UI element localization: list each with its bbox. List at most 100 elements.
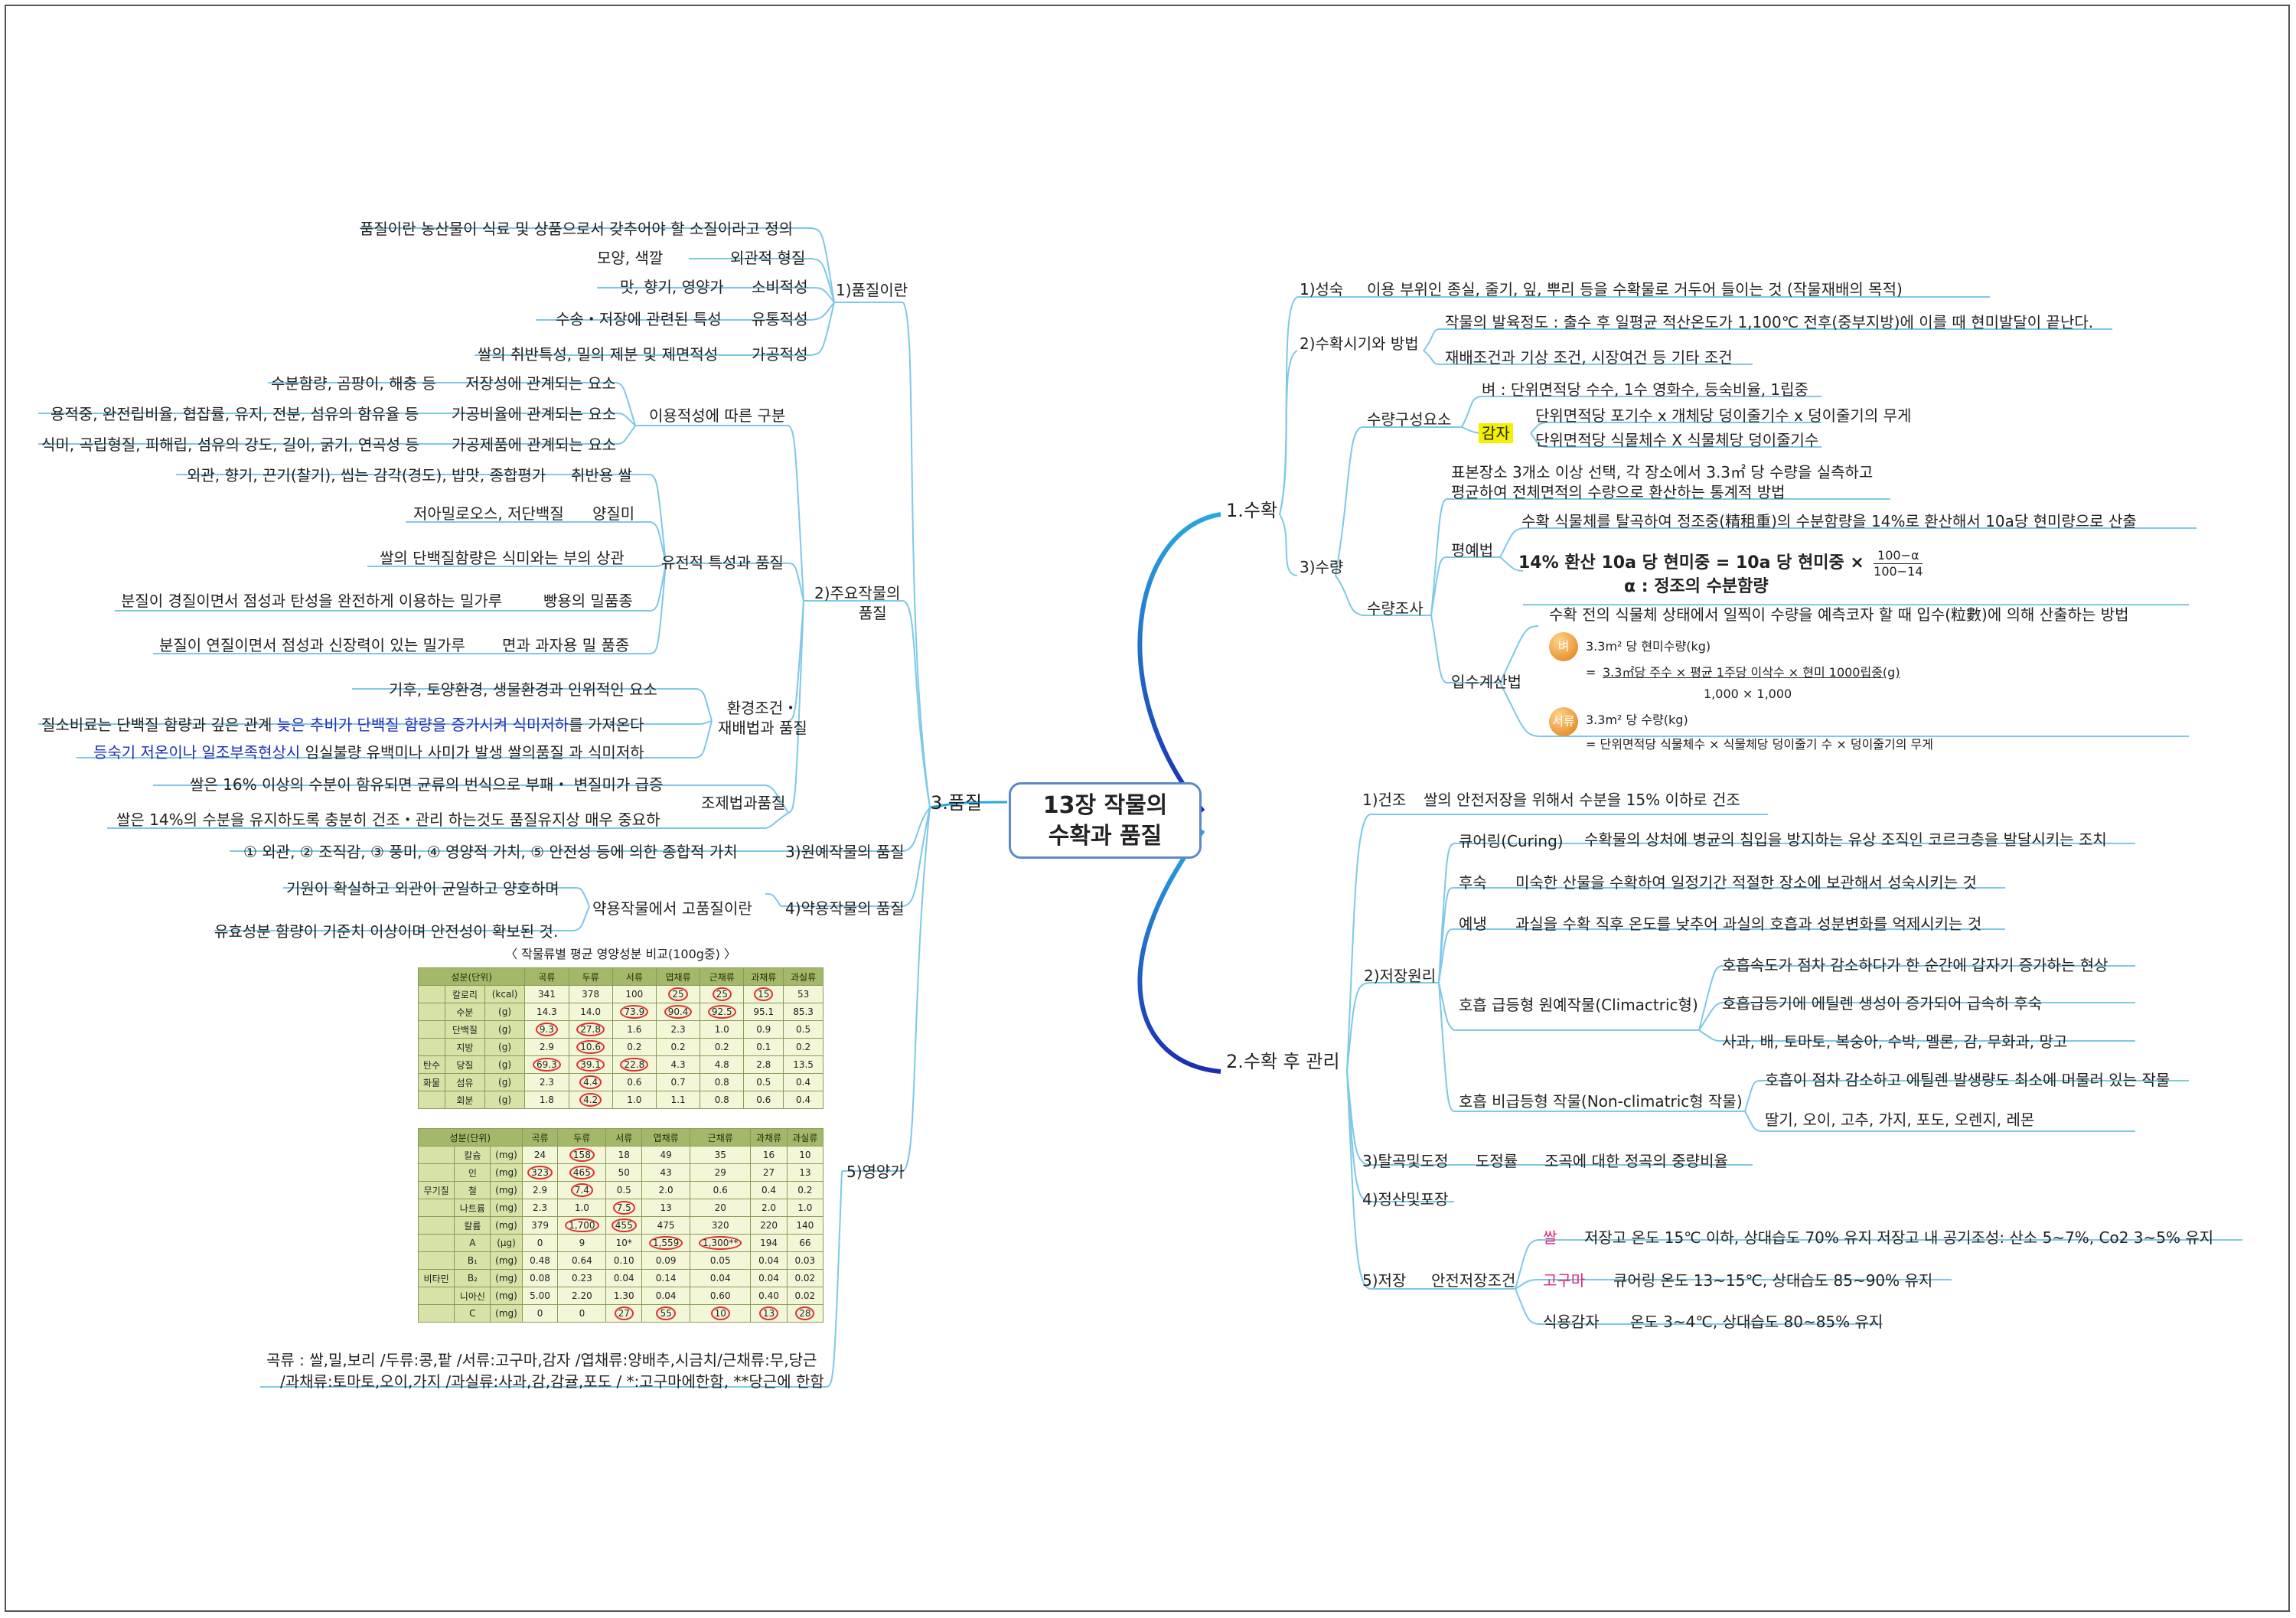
climacteric-item-1: 호흡속도가 점차 감소하다가 한 순간에 갑자기 증가하는 현상 bbox=[1722, 956, 2108, 974]
genetic-row4-left: 분질이 경질이면서 점성과 탄성을 완전하게 이용하는 밀가루 bbox=[121, 592, 503, 610]
processing-item-1: 쌀은 16% 이상의 수분이 함유되면 균류의 번식으로 부패・ 변질미가 급증 bbox=[190, 775, 664, 794]
node-genetic-traits[interactable]: 유전적 특성과 품질 bbox=[661, 553, 784, 572]
ripening-note-post: 임실불량 유백미나 사미가 발생 쌀의품질 과 식미저하 bbox=[300, 743, 644, 762]
circled-value: 73.9 bbox=[620, 1005, 649, 1019]
node-yield[interactable]: 3)수량 bbox=[1300, 558, 1344, 576]
node-harvest-timing[interactable]: 2)수확시기와 방법 bbox=[1300, 334, 1419, 353]
nutrition-table-title: 〈 작물류별 평균 영양성분 비교(100g중) 〉 bbox=[505, 947, 736, 961]
row-group bbox=[417, 1146, 455, 1164]
node-maturity[interactable]: 1)성숙 bbox=[1300, 280, 1344, 298]
branch-post-harvest[interactable]: 2.수확 후 관리 bbox=[1226, 1051, 1340, 1072]
node-usage-classification[interactable]: 이용적성에 따른 구분 bbox=[649, 406, 786, 425]
value-cell: 53 bbox=[783, 985, 823, 1003]
branch-harvest[interactable]: 1.수확 bbox=[1226, 500, 1278, 521]
value-cell: 378 bbox=[568, 985, 613, 1003]
mineral-header-cell: 서류 bbox=[605, 1128, 643, 1147]
value-cell: 27 bbox=[605, 1304, 643, 1323]
row-name: 지방 bbox=[445, 1038, 485, 1056]
node-nutrition[interactable]: 5)영양가 bbox=[846, 1163, 905, 1181]
row-unit: (mg) bbox=[490, 1251, 523, 1270]
node-packing[interactable]: 4)정산및포장 bbox=[1362, 1190, 1449, 1209]
node-flat-method[interactable]: 평예법 bbox=[1451, 541, 1494, 559]
node-quality-definition[interactable]: 1)품질이란 bbox=[836, 281, 908, 299]
nitrogen-fertilizer-note: 질소비료는 단백질 함량과 깊은 관계 늦은 추비가 단백질 함량을 증가시켜 … bbox=[41, 715, 644, 735]
value-cell: 0.14 bbox=[641, 1269, 691, 1287]
value-cell: 13 bbox=[750, 1304, 788, 1323]
def-row4-left: 쌀의 취반특성, 밀의 제분 및 제면적성 bbox=[478, 345, 719, 364]
value-cell: 0 bbox=[521, 1234, 559, 1252]
value-cell: 85.3 bbox=[783, 1003, 823, 1021]
mineral-header-cell: 과채류 bbox=[750, 1128, 788, 1147]
basic-header-cell: 엽채류 bbox=[655, 967, 701, 986]
branch-quality[interactable]: 3.품질 bbox=[931, 792, 983, 814]
node-climacteric[interactable]: 호흡 급등형 원예작물(Climactric형) bbox=[1459, 996, 1698, 1014]
node-storage-principle[interactable]: 2)저장원리 bbox=[1364, 967, 1437, 985]
circled-value: 13 bbox=[758, 1306, 779, 1320]
value-cell: 15 bbox=[743, 985, 784, 1003]
nitrogen-text-post: 를 가져온다 bbox=[569, 716, 644, 734]
node-yield-components[interactable]: 수량구성요소 bbox=[1367, 410, 1452, 429]
value-cell: 455 bbox=[605, 1216, 643, 1235]
value-cell: 24 bbox=[521, 1146, 559, 1164]
circled-value: 69.3 bbox=[533, 1058, 561, 1072]
value-cell: 55 bbox=[641, 1304, 691, 1323]
timing-item-1: 작물의 발육정도 : 출수 후 일평균 적산온도가 1,100℃ 전후(중부지방… bbox=[1445, 313, 2094, 331]
value-cell: 16 bbox=[750, 1146, 788, 1164]
node-storage[interactable]: 5)저장 bbox=[1362, 1271, 1407, 1290]
node-yield-survey[interactable]: 수량조사 bbox=[1367, 599, 1424, 618]
value-cell: 0.04 bbox=[750, 1269, 788, 1287]
value-cell: 1.0 bbox=[786, 1199, 824, 1217]
row-name: 칼로리 bbox=[445, 985, 485, 1003]
non-climacteric-item-1: 호흡이 점차 감소하고 에틸렌 발생량도 최소에 머물러 있는 작물 bbox=[1765, 1071, 2170, 1089]
value-cell: 0.48 bbox=[521, 1251, 559, 1270]
value-cell: 2.0 bbox=[750, 1199, 788, 1217]
storage-sweet-potato-label: 고구마 bbox=[1543, 1271, 1586, 1290]
tuber-grain-line1: 3.3m² 당 수량(kg) bbox=[1586, 713, 1688, 727]
value-cell: 9 bbox=[557, 1234, 607, 1252]
alpha-definition: α : 정조의 수분함량 bbox=[1624, 577, 1769, 596]
node-drying[interactable]: 1)건조 bbox=[1362, 791, 1407, 809]
basic-header-cell: 과실류 bbox=[783, 967, 823, 986]
value-cell: 92.5 bbox=[700, 1003, 745, 1021]
node-medicinal-high-quality[interactable]: 약용작물에서 고품질이란 bbox=[592, 899, 752, 918]
node-environment-cultivation[interactable]: 환경조건・ 재배법과 품질 bbox=[718, 698, 807, 738]
major-crops-line2: 품질 bbox=[858, 604, 887, 622]
node-non-climacteric[interactable]: 호흡 비급등형 작물(Non-climatric형 작물) bbox=[1459, 1092, 1743, 1111]
node-processing-quality[interactable]: 조제법과품질 bbox=[701, 794, 786, 812]
node-milling-rate[interactable]: 도정률 bbox=[1476, 1152, 1518, 1170]
node-safe-storage[interactable]: 안전저장조건 bbox=[1431, 1271, 1516, 1290]
circled-value: 25 bbox=[668, 987, 688, 1001]
value-cell: 1.30 bbox=[605, 1287, 643, 1305]
node-ripening[interactable]: 후숙 bbox=[1459, 873, 1487, 892]
flat-formula: 14% 환산 10a 당 현미중 = 10a 당 현미중 × 100−α 100… bbox=[1518, 548, 1923, 579]
central-topic[interactable]: 13장 작물의 수확과 품질 bbox=[1009, 782, 1202, 859]
node-curing[interactable]: 큐어링(Curing) bbox=[1459, 832, 1564, 850]
value-cell: 13 bbox=[786, 1163, 824, 1182]
mineral-header-cell: 두류 bbox=[557, 1128, 607, 1147]
node-major-crops[interactable]: 2)주요작물의 품질 bbox=[814, 583, 901, 623]
value-cell: 35 bbox=[690, 1146, 752, 1164]
node-horticulture-quality[interactable]: 3)원예작물의 품질 bbox=[785, 843, 905, 861]
value-cell: 13.5 bbox=[783, 1055, 823, 1074]
node-grain-count-method[interactable]: 입수계산법 bbox=[1451, 673, 1521, 691]
value-cell: 0.5 bbox=[783, 1020, 823, 1039]
value-cell: 2.9 bbox=[524, 1038, 569, 1056]
node-threshing[interactable]: 3)탈곡및도정 bbox=[1362, 1152, 1449, 1170]
value-cell: 7.4 bbox=[557, 1181, 607, 1199]
row-group bbox=[417, 1163, 455, 1182]
node-precooling[interactable]: 예냉 bbox=[1459, 915, 1487, 933]
node-medicinal-quality[interactable]: 4)약용작물의 품질 bbox=[785, 899, 905, 918]
genetic-row1-left: 외관, 향기, 끈기(찰기), 씹는 감각(경도), 밥맛, 종합평가 bbox=[187, 466, 546, 484]
precooling-text: 과실을 수확 직후 온도를 낮추어 과실의 호흡과 성분변화를 억제시키는 것 bbox=[1515, 915, 1982, 933]
flat-formula-lhs: 14% 환산 10a 당 현미중 = 10a 당 현미중 × bbox=[1518, 553, 1864, 572]
row-name: 인 bbox=[454, 1163, 491, 1182]
value-cell: 43 bbox=[641, 1163, 691, 1182]
circled-value: 1,559 bbox=[648, 1236, 683, 1250]
row-group: 무기질 bbox=[417, 1181, 455, 1199]
